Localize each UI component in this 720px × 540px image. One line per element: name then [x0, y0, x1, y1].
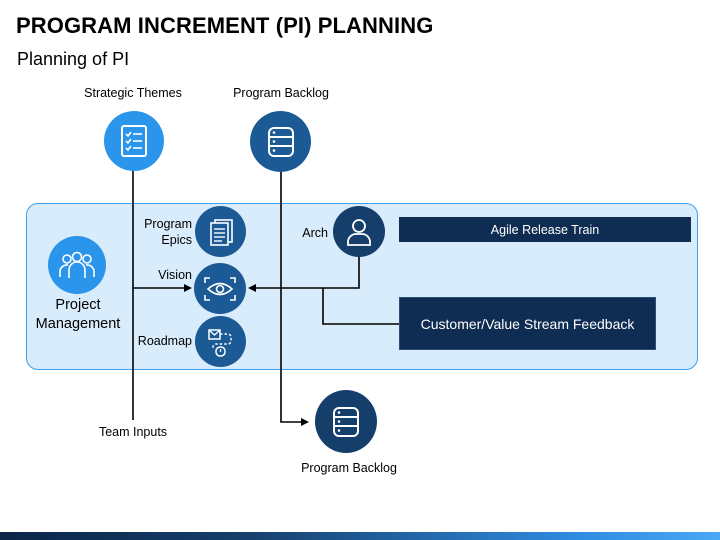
roadmap-label: Roadmap [137, 334, 192, 348]
program-backlog-bottom-label: Program Backlog [301, 461, 397, 475]
agile-release-train-box: Agile Release Train [399, 217, 691, 242]
database-icon [333, 406, 359, 437]
strategic-themes-label: Strategic Themes [84, 86, 182, 100]
vision-node [194, 263, 246, 314]
project-management-node [48, 236, 106, 294]
strategic-themes-node [104, 111, 164, 171]
program-backlog-top-node [250, 111, 311, 172]
program-epics-label: Program Epics [132, 216, 192, 248]
database-icon [267, 126, 294, 157]
checklist-icon [121, 125, 147, 157]
arch-node [333, 206, 385, 257]
eye-focus-icon [204, 276, 236, 301]
vision-label: Vision [158, 268, 192, 282]
roadmap-icon [207, 328, 232, 357]
arch-label: Arch [302, 226, 328, 240]
project-management-label-line1: Project [55, 297, 101, 313]
footer-bar [0, 532, 720, 540]
program-epics-label-line1: Program [144, 217, 192, 231]
program-backlog-bottom-node [315, 390, 377, 453]
backlog-flow-line [280, 170, 309, 426]
customer-value-stream-feedback-box: Customer/Value Stream Feedback [399, 297, 656, 350]
document-stack-icon [209, 218, 233, 246]
program-epics-label-line2: Epics [161, 233, 192, 247]
team-inputs-label: Team Inputs [98, 425, 168, 439]
program-backlog-top-label: Program Backlog [233, 86, 329, 100]
page-subtitle: Planning of PI [17, 49, 130, 69]
page-title: PROGRAM INCREMENT (PI) PLANNING [16, 13, 434, 38]
project-management-label: Project Management [36, 296, 121, 334]
feedback-line [322, 288, 399, 325]
team-icon [59, 251, 95, 278]
project-management-label-line2: Management [35, 316, 121, 332]
user-icon [347, 218, 371, 246]
roadmap-node [195, 316, 246, 367]
arch-to-vision-arrow [248, 256, 360, 292]
program-epics-node [195, 206, 246, 257]
